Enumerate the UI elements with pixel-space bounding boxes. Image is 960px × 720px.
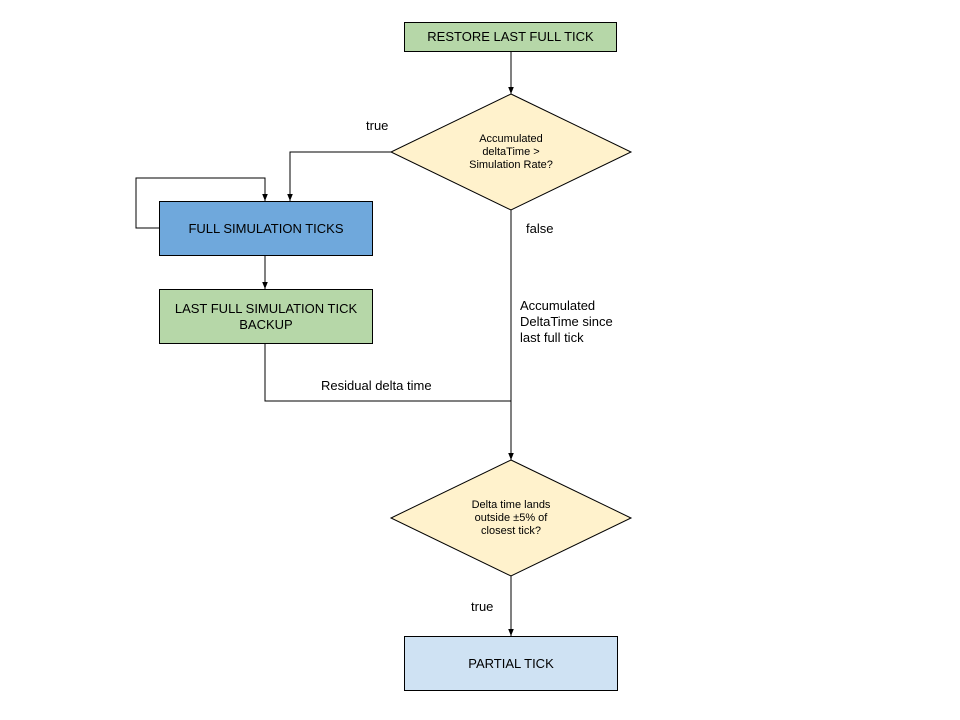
decision2-line2: outside ±5% of [474, 511, 548, 524]
edge-label-true-left: true [366, 118, 389, 133]
edge-full-ticks-self-loop [135, 177, 268, 229]
partial-tick-node: PARTIAL TICK [404, 636, 618, 691]
decision1-line1: Accumulated [479, 132, 543, 145]
backup-node-label-line1: LAST FULL SIMULATION TICK [174, 300, 358, 316]
backup-node-label-line2: BACKUP [239, 316, 293, 332]
accumulated-line1: Accumulated [520, 298, 596, 313]
decision1-line2: deltaTime > [482, 145, 540, 158]
full-ticks-node-label: FULL SIMULATION TICKS [188, 220, 344, 236]
edge-label-accumulated: Accumulated DeltaTime since last full ti… [520, 298, 613, 346]
edge-label-residual: Residual delta time [321, 378, 432, 393]
partial-node-label: PARTIAL TICK [468, 655, 554, 671]
decision-tick-tolerance-text: Delta time lands outside ±5% of closest … [441, 488, 581, 548]
decision2-line1: Delta time lands [471, 498, 551, 511]
decision2-line3: closest tick? [481, 524, 541, 537]
decision1-line3: Simulation Rate? [469, 158, 553, 171]
restore-last-full-tick-node: RESTORE LAST FULL TICK [404, 22, 617, 52]
accumulated-line3: last full tick [520, 330, 584, 345]
edge-label-true-down: true [471, 599, 494, 614]
accumulated-line2: DeltaTime since [520, 314, 613, 329]
full-simulation-ticks-node: FULL SIMULATION TICKS [159, 201, 373, 256]
decision-deltatime-text: Accumulated deltaTime > Simulation Rate? [441, 122, 581, 182]
edge-label-false: false [526, 221, 554, 236]
edge-residual-merge [264, 344, 511, 402]
last-full-tick-backup-node: LAST FULL SIMULATION TICK BACKUP [159, 289, 373, 344]
edge-true-to-full-ticks [287, 151, 391, 201]
restore-node-label: RESTORE LAST FULL TICK [427, 29, 594, 44]
